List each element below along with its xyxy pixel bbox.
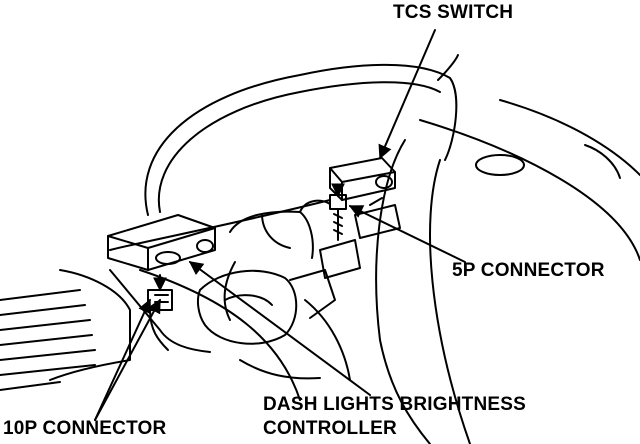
steering-column xyxy=(375,99,640,444)
5p-connector xyxy=(329,194,347,241)
callout-leaders xyxy=(94,29,466,421)
cluster-hood xyxy=(144,54,459,216)
tcs-leader xyxy=(378,29,436,160)
left-vent xyxy=(0,269,131,391)
10p-connector-label: 10P CONNECTOR xyxy=(3,418,167,439)
wiring-harness xyxy=(196,197,401,381)
dimmer-housing xyxy=(107,214,216,271)
dash-lights-label-line2: CONTROLLER xyxy=(263,418,397,439)
5p-connector-label: 5P CONNECTOR xyxy=(452,260,605,281)
10p-leader-b xyxy=(94,298,161,421)
10p-leader-a xyxy=(94,298,152,421)
5p-leader xyxy=(348,205,466,263)
tcs-switch-label: TCS SWITCH xyxy=(393,2,514,23)
dash-panel xyxy=(109,199,331,401)
dash-lights-label-line1: DASH LIGHTS BRIGHTNESS xyxy=(263,394,527,415)
dash-leader xyxy=(188,261,371,396)
